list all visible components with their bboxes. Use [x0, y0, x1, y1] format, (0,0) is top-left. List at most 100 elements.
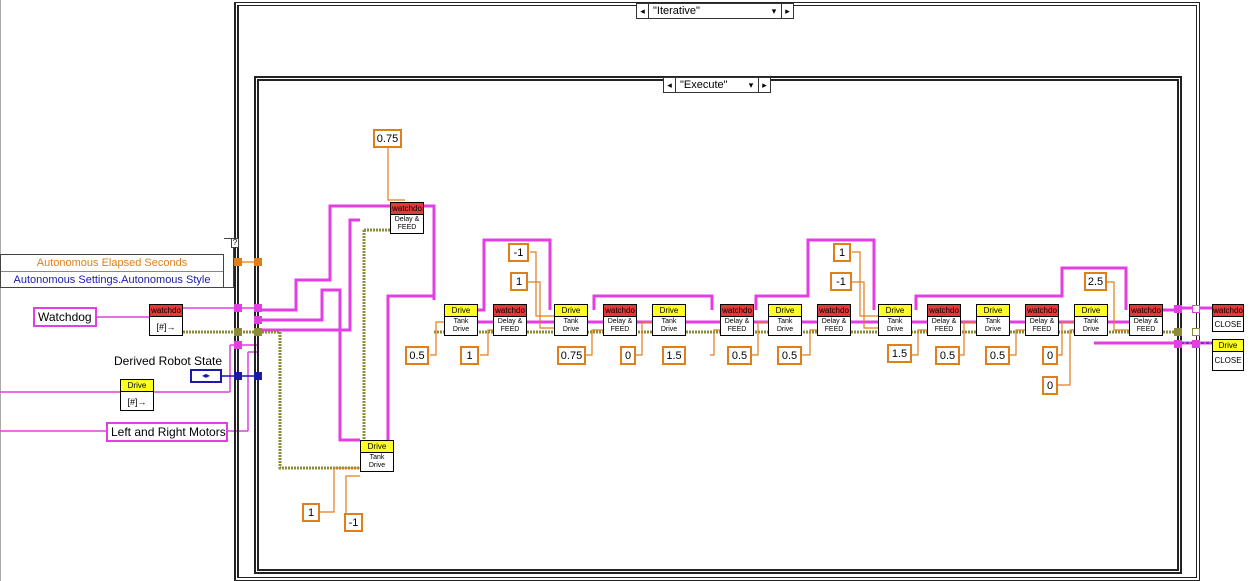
constant[interactable]: -1 — [344, 513, 363, 532]
tunnel-enum — [234, 372, 242, 380]
drive-header: Drive — [653, 305, 685, 317]
drive-header: Drive — [879, 305, 911, 317]
tank-label: Tank — [777, 318, 793, 325]
constant[interactable]: -1 — [508, 243, 529, 262]
outer-case-selector[interactable]: ◂ "Iterative" ▾ ▸ — [636, 3, 794, 19]
constant[interactable]: 0.5 — [405, 346, 429, 365]
drive-header: Drive — [121, 380, 153, 392]
tunnel-orange — [234, 258, 242, 266]
get-refnum-icon: [#]→ — [127, 397, 147, 407]
constant[interactable]: 1 — [833, 243, 851, 262]
unbundle-handle[interactable] — [224, 238, 234, 288]
watchdog-label[interactable]: Watchdog — [33, 307, 97, 327]
tunnel-pink — [254, 304, 262, 312]
get-refnum-icon: [#]→ — [156, 322, 176, 332]
left-right-motors-label[interactable]: Left and Right Motors — [106, 422, 228, 442]
close-label: CLOSE — [1214, 356, 1242, 365]
constant[interactable]: 1.5 — [662, 346, 686, 365]
constant[interactable]: 0 — [620, 346, 636, 365]
decrement-arrow-icon[interactable]: ◂ — [664, 78, 676, 92]
tunnel-orange — [254, 258, 262, 266]
tunnel-cluster — [254, 328, 262, 336]
drive-label: Drive — [452, 326, 470, 333]
tank-label: Tank — [563, 318, 579, 325]
outer-case-label: "Iterative" — [653, 5, 700, 17]
drive-label: Drive — [984, 326, 1002, 333]
increment-arrow-icon[interactable]: ▸ — [758, 78, 770, 92]
watchdog-header: watchdo — [1213, 305, 1243, 317]
enum-arrows-icon: ◂▸ — [201, 371, 211, 380]
watchdog-header: watchdo — [818, 305, 850, 317]
delay-label: Delay & — [497, 318, 523, 325]
drive-label: Drive — [886, 326, 904, 333]
feed-label: FEED — [727, 326, 747, 333]
watchdog-get-refnum[interactable]: watchdo [#]→ — [149, 304, 183, 336]
cluster-field-elapsed-seconds: Autonomous Elapsed Seconds — [1, 255, 223, 272]
chevron-down-icon[interactable]: ▾ — [771, 5, 777, 16]
constant[interactable]: 1 — [510, 272, 528, 291]
constant[interactable]: 0 — [1042, 346, 1058, 365]
inner-case-label: "Execute" — [680, 79, 728, 91]
constant[interactable]: 1 — [302, 503, 320, 522]
delay-label: Delay & — [1133, 318, 1159, 325]
close-label: CLOSE — [1214, 320, 1242, 329]
constant[interactable]: -1 — [830, 272, 852, 291]
enum-control[interactable]: ◂▸ — [190, 369, 222, 383]
increment-arrow-icon[interactable]: ▸ — [781, 4, 793, 18]
watchdog-close[interactable]: watchdo CLOSE — [1212, 304, 1244, 332]
constant[interactable]: 0.75 — [557, 346, 586, 365]
constant[interactable]: 0.75 — [373, 129, 402, 148]
drive-header: Drive — [769, 305, 801, 317]
feed-label: FEED — [1136, 326, 1156, 333]
chevron-down-icon[interactable]: ▾ — [748, 79, 754, 90]
inner-case-selector[interactable]: ◂ "Execute" ▾ ▸ — [663, 77, 771, 93]
cluster-field-autonomous-style: Autonomous Settings.Autonomous Style — [13, 274, 211, 286]
drive-close[interactable]: Drive CLOSE — [1212, 339, 1244, 371]
delay-label: Delay & — [821, 318, 847, 325]
watchdog-delay-feed[interactable]: watchdo Delay &FEED — [390, 202, 424, 234]
delay-label: Delay & — [607, 318, 633, 325]
delay-label: Delay & — [394, 216, 420, 223]
tank-label: Tank — [887, 318, 903, 325]
tank-label: Tank — [1083, 318, 1099, 325]
tunnel-pink — [1192, 340, 1200, 348]
constant[interactable]: 0.5 — [985, 346, 1010, 365]
constant[interactable]: 0 — [1042, 376, 1058, 395]
watchdog-header: watchdo — [1130, 305, 1162, 317]
decrement-arrow-icon[interactable]: ◂ — [637, 4, 649, 18]
drive-label: Drive — [660, 326, 678, 333]
watchdog-header: watchdo — [494, 305, 526, 317]
watchdog-header: watchdo — [1026, 305, 1058, 317]
feed-label: FEED — [610, 326, 630, 333]
unbundle-by-name[interactable]: Autonomous Elapsed Seconds Autonomous Se… — [0, 254, 224, 288]
watchdog-header: watchdo — [928, 305, 960, 317]
constant[interactable]: 0.5 — [935, 346, 960, 365]
drive-get-refnum[interactable]: Drive [#]→ — [120, 379, 154, 411]
constant[interactable]: 1 — [460, 346, 479, 365]
tunnel-pink — [1192, 305, 1200, 313]
constant[interactable]: 1.5 — [887, 344, 912, 363]
feed-label: FEED — [1032, 326, 1052, 333]
drive-header: Drive — [555, 305, 587, 317]
constant[interactable]: 0.5 — [727, 346, 752, 365]
watchdog-header: watchdo — [391, 203, 423, 215]
drive-header: Drive — [1213, 340, 1243, 352]
constant[interactable]: 2.5 — [1084, 272, 1107, 291]
tunnel-pink — [234, 341, 242, 349]
constant[interactable]: 0.5 — [777, 346, 802, 365]
